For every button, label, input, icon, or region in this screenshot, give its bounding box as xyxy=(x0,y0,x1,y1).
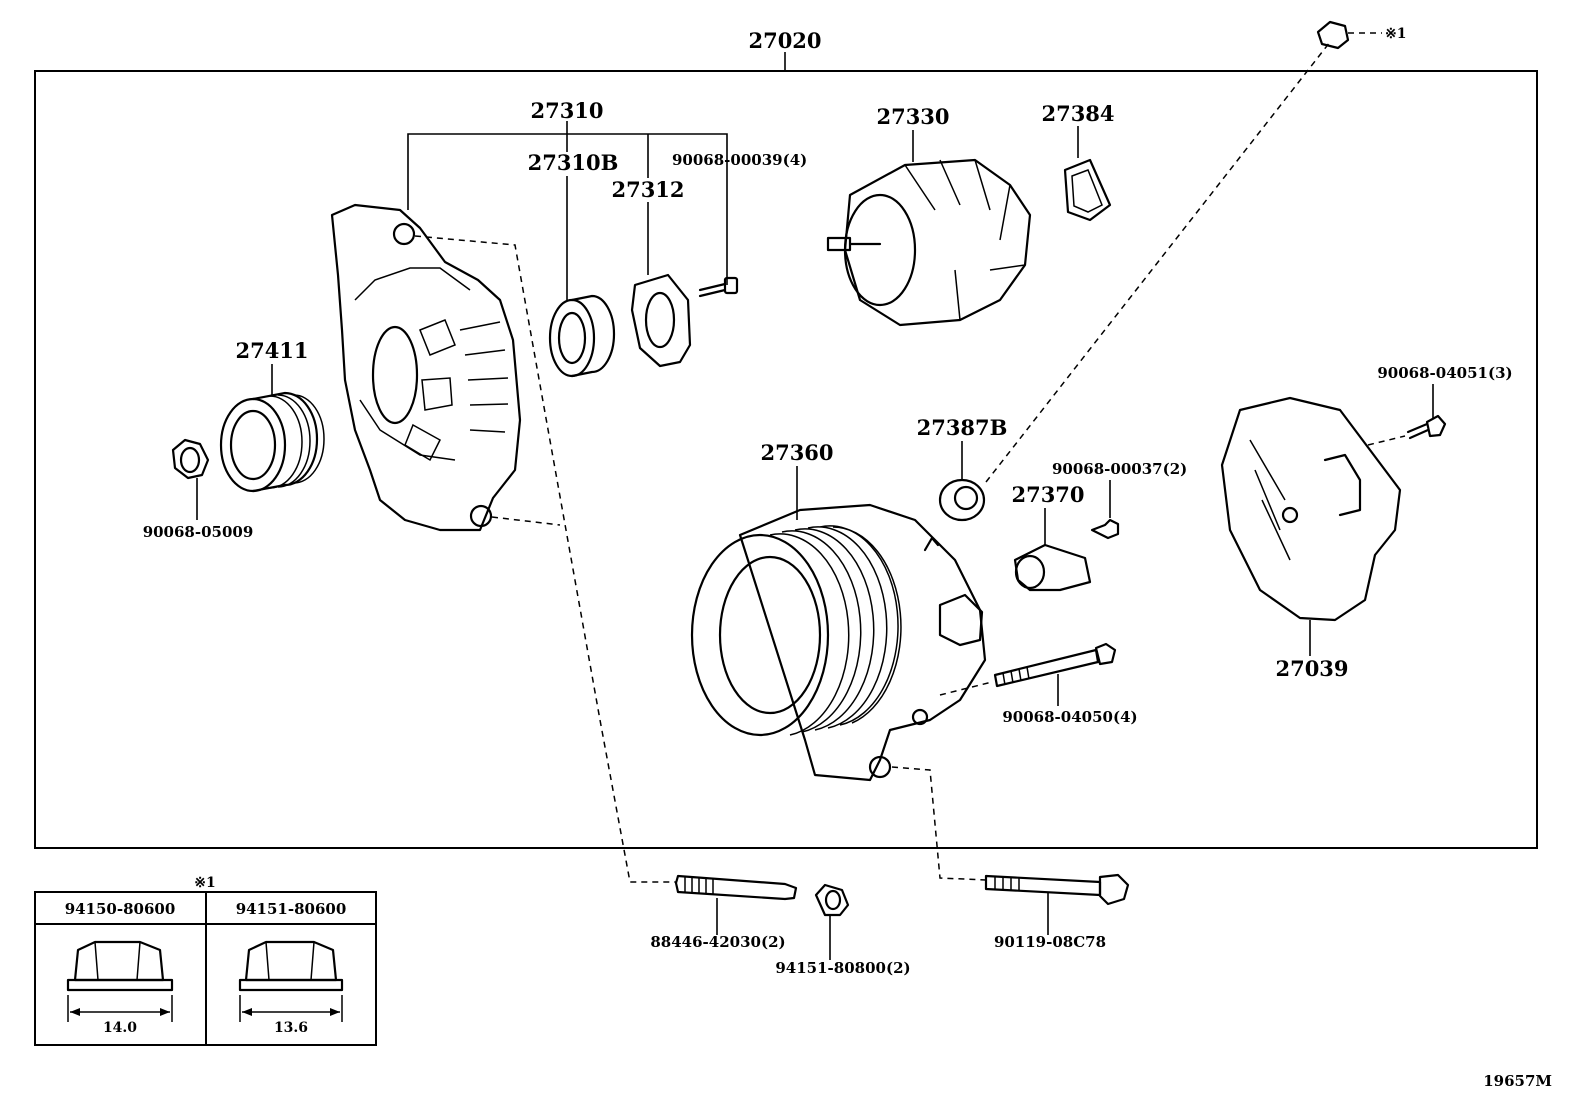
flange-nut-icon-2 xyxy=(238,940,344,1022)
screw-90068-00039 xyxy=(698,276,739,298)
label-27020[interactable]: 27020 xyxy=(748,28,821,53)
rotor-27330 xyxy=(826,158,1032,327)
label-27312[interactable]: 27312 xyxy=(611,177,684,202)
label-94151-80800[interactable]: 94151-80800(2) xyxy=(775,959,910,977)
brush-holder-27370 xyxy=(1013,543,1092,592)
flange-nut-icon xyxy=(66,940,174,1022)
note-table-marker: ※1 xyxy=(194,875,215,891)
label-90068-05009[interactable]: 90068-05009 xyxy=(143,523,254,541)
label-27370[interactable]: 27370 xyxy=(1011,482,1084,507)
figure-code: 19657M xyxy=(1483,1072,1552,1090)
label-27387B[interactable]: 27387B xyxy=(917,415,1008,440)
nut-90068-05009 xyxy=(171,438,210,480)
stud-88446-42030 xyxy=(674,874,798,901)
retainer-plate-27312 xyxy=(630,273,692,368)
label-90068-04050[interactable]: 90068-04050(4) xyxy=(1002,708,1137,726)
screw-90068-00037 xyxy=(1090,518,1120,540)
note-table-col1-part[interactable]: 94150-80600 xyxy=(65,900,176,918)
rear-cover-27039 xyxy=(1220,396,1402,622)
note-table: ※1 94150-80600 94151-80600 14.0 13.6 xyxy=(34,875,377,1046)
pulley-27411 xyxy=(219,391,325,493)
label-90068-00037[interactable]: 90068-00037(2) xyxy=(1052,460,1187,478)
label-27310B[interactable]: 27310B xyxy=(528,150,619,175)
cap-nut-note1 xyxy=(1316,20,1350,50)
label-90068-04051[interactable]: 90068-04051(3) xyxy=(1377,364,1512,382)
assembly-frame xyxy=(34,70,1538,849)
label-27360[interactable]: 27360 xyxy=(760,440,833,465)
drive-end-frame xyxy=(330,203,522,532)
label-27310[interactable]: 27310 xyxy=(530,98,603,123)
note-table-col1-size: 14.0 xyxy=(103,1020,137,1036)
label-27039[interactable]: 27039 xyxy=(1275,656,1348,681)
stator-27360 xyxy=(690,503,987,782)
ring-27384 xyxy=(1063,158,1112,222)
label-90119-08C78[interactable]: 90119-08C78 xyxy=(994,933,1106,951)
label-note1-top[interactable]: ※1 xyxy=(1385,26,1406,42)
label-90068-00039[interactable]: 90068-00039(4) xyxy=(672,151,807,169)
note-table-col2-part[interactable]: 94151-80600 xyxy=(236,900,347,918)
nut-94151-80800 xyxy=(814,883,850,917)
bolt-90119-08C78 xyxy=(984,873,1130,906)
screw-90068-04051 xyxy=(1406,414,1447,440)
bearing-27310B xyxy=(548,294,616,378)
label-88446-42030[interactable]: 88446-42030(2) xyxy=(650,933,785,951)
cap-27387B xyxy=(938,478,986,522)
label-27411[interactable]: 27411 xyxy=(235,338,308,363)
label-27384[interactable]: 27384 xyxy=(1041,101,1114,126)
bolt-90068-04050 xyxy=(993,642,1117,688)
note-table-col2-size: 13.6 xyxy=(274,1020,308,1036)
label-27330[interactable]: 27330 xyxy=(876,104,949,129)
